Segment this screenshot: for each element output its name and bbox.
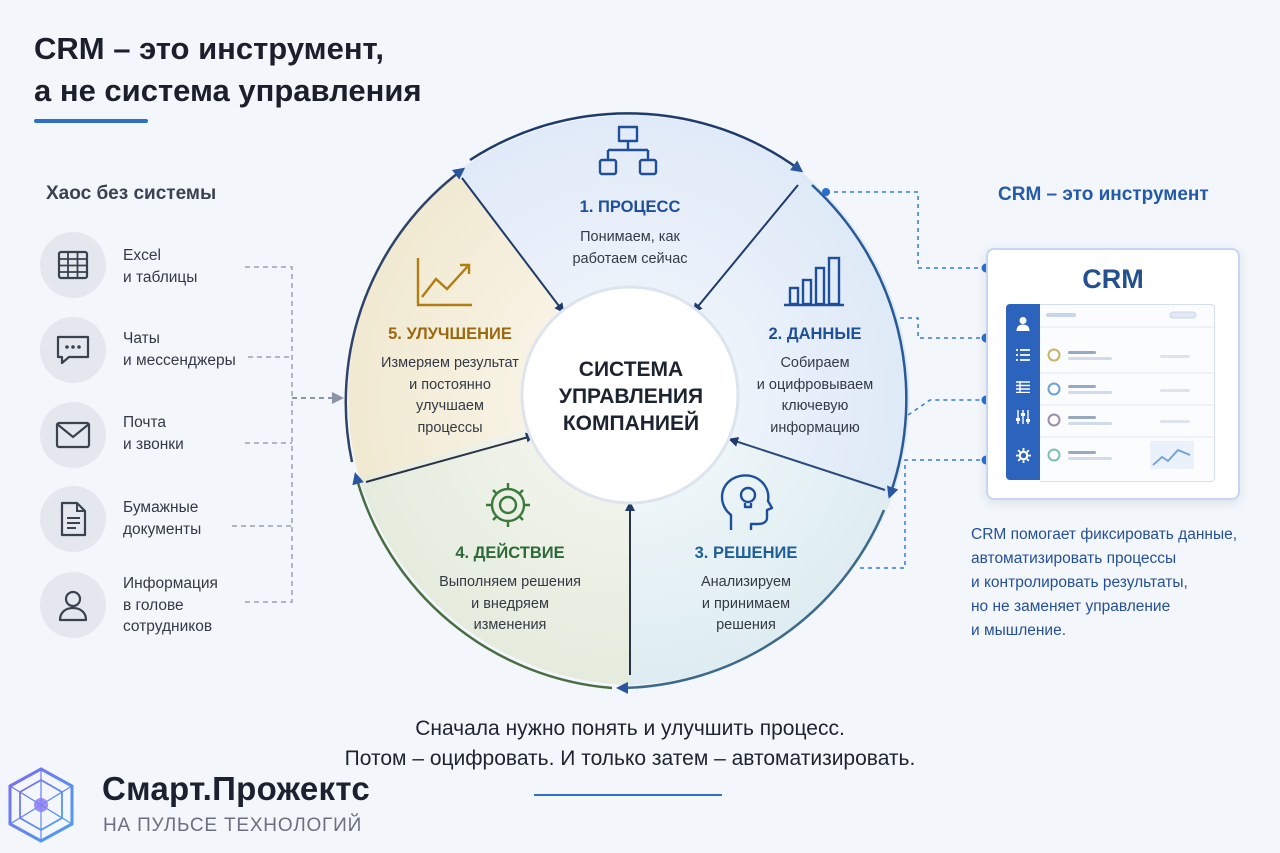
segment-desc-line: и внедряем (471, 595, 549, 612)
cycle-arrow (352, 472, 613, 690)
title-underline (34, 119, 148, 123)
spreadsheet-icon (40, 232, 106, 298)
segment-desc-line: Измеряем результат (381, 355, 519, 371)
segment-desc-line: информацию (770, 419, 860, 436)
bar-chart-icon (784, 256, 844, 307)
person-icon (40, 572, 106, 638)
lightbulb-head-icon (720, 474, 774, 530)
segment-decision-title: 3. РЕШЕНИЕ (694, 544, 798, 562)
chaos-item-text: Excel (123, 247, 161, 264)
segment-desc-line: процессы (417, 419, 483, 436)
crm-description-line: CRM помогает фиксировать данные, (971, 526, 1238, 543)
bottom-underline (534, 794, 722, 796)
crm-card-title: CRM (1082, 264, 1144, 294)
bottom-statement-line-2: Потом – оцифровать. И только затем – авт… (344, 747, 916, 770)
document-icon (40, 486, 106, 552)
gear-icon (486, 483, 530, 527)
page-title-line-2: а не система управления (34, 73, 422, 108)
cycle-arrow (811, 184, 908, 499)
user-icon (1006, 316, 1040, 336)
cycle-arrow (344, 167, 466, 463)
chaos-item-text: Информация (123, 575, 218, 592)
list-icon (1006, 348, 1040, 366)
segment-desc-line: и принимаем (701, 595, 791, 612)
chaos-item-text: сотрудников (123, 618, 213, 635)
flow-arrow (728, 437, 886, 491)
segment-desc-line: Собираем (780, 355, 850, 371)
flow-arrow (692, 184, 799, 314)
segment-process (457, 115, 805, 395)
crm-description: CRM помогает фиксировать данные, автомат… (971, 523, 1237, 643)
chaos-item-chats: Чаты и мессенджеры (123, 328, 236, 371)
segment-process-desc: Понимаем, как работаем сейчас (530, 227, 730, 270)
chaos-item-text: Бумажные (123, 499, 199, 516)
flowchart-icon (598, 125, 658, 176)
brand-tagline: НА ПУЛЬСЕ ТЕХНОЛОГИЙ (103, 815, 363, 836)
mail-icon (40, 402, 106, 468)
chaos-item-text: в голове (123, 596, 184, 614)
segment-desc-line: и постоянно (409, 376, 491, 393)
flow-arrow (365, 432, 536, 483)
segment-process-title: 1. ПРОЦЕСС (579, 198, 681, 216)
segment-improvement-desc: Измеряем результат и постоянно улучшаем … (355, 353, 545, 439)
chaos-item-mail: Почта и звонки (123, 412, 184, 455)
settings-icon (1006, 448, 1040, 468)
segment-desc-line: Понимаем, как (580, 229, 680, 245)
segment-desc-line: ключевую (781, 398, 849, 414)
center-circle (520, 285, 740, 505)
segment-decision-desc: Анализируем и принимаем решения (660, 572, 832, 637)
chaos-item-excel: Excel и таблицы (123, 245, 197, 288)
crm-connectors (826, 191, 986, 569)
center-label: СИСТЕМА УПРАВЛЕНИЯ КОМПАНИЕЙ (536, 356, 726, 437)
segment-desc-line: изменения (473, 617, 547, 633)
crm-mock-records (1040, 311, 1214, 469)
flow-arrow (461, 177, 565, 314)
chaos-connectors (232, 266, 344, 603)
chaos-item-text: и звонки (123, 435, 184, 453)
segment-data-desc: Собираем и оцифровываем ключевую информа… (730, 353, 900, 439)
table-list-icon (1006, 380, 1040, 398)
center-label-line: КОМПАНИЕЙ (562, 412, 700, 435)
crm-description-line: автоматизировать процессы (971, 550, 1177, 567)
crm-sidebar (1006, 304, 1040, 480)
chaos-item-text: и мессенджеры (123, 351, 236, 369)
sliders-icon (1006, 410, 1040, 429)
segment-action-desc: Выполняем решения и внедряем изменения (420, 572, 600, 637)
crm-description-line: и мышление. (971, 622, 1067, 639)
crm-description-line: и контролировать результаты, (971, 574, 1188, 591)
segment-desc-line: улучшаем (416, 398, 484, 414)
crm-heading: CRM – это инструмент (998, 184, 1209, 205)
segment-desc-line: Выполняем решения (439, 574, 581, 590)
chaos-item-text: документы (123, 520, 202, 538)
brand-name: Смарт.Прожектс (102, 770, 371, 807)
chaos-item-knowledge: Информация в голове сотрудников (123, 573, 218, 638)
segment-data-title: 2. ДАННЫЕ (768, 325, 862, 343)
segment-desc-line: решения (716, 617, 776, 633)
crm-panel (1040, 304, 1215, 482)
crm-card: CRM (986, 248, 1240, 500)
segment-desc-line: Анализируем (700, 574, 792, 590)
segment-desc-line: и оцифровываем (756, 376, 874, 393)
segment-desc-line: работаем сейчас (572, 250, 688, 267)
cycle-arrow (616, 509, 886, 694)
brand-logo-icon (8, 767, 74, 843)
chaos-item-text: Почта (123, 414, 167, 431)
chaos-heading: Хаос без системы (46, 183, 217, 204)
bottom-statement-line-1: Сначала нужно понять и улучшить процесс. (415, 717, 845, 740)
center-label-line: УПРАВЛЕНИЯ (558, 385, 704, 408)
chaos-item-papers: Бумажные документы (123, 497, 201, 540)
chaos-item-text: и таблицы (123, 268, 198, 286)
page-title-line-1: CRM – это инструмент, (34, 31, 385, 66)
cycle-arrow (469, 112, 804, 173)
growth-chart-icon (416, 258, 472, 307)
segment-action-title: 4. ДЕЙСТВИЕ (455, 544, 565, 562)
crm-description-line: но не заменяет управление (971, 598, 1171, 615)
center-label-line: СИСТЕМА (578, 358, 684, 381)
page-title: CRM – это инструмент, а не система управ… (34, 28, 422, 112)
chat-icon (40, 317, 106, 383)
chaos-item-text: Чаты (123, 330, 160, 347)
segment-improvement-title: 5. УЛУЧШЕНИЕ (388, 325, 512, 343)
